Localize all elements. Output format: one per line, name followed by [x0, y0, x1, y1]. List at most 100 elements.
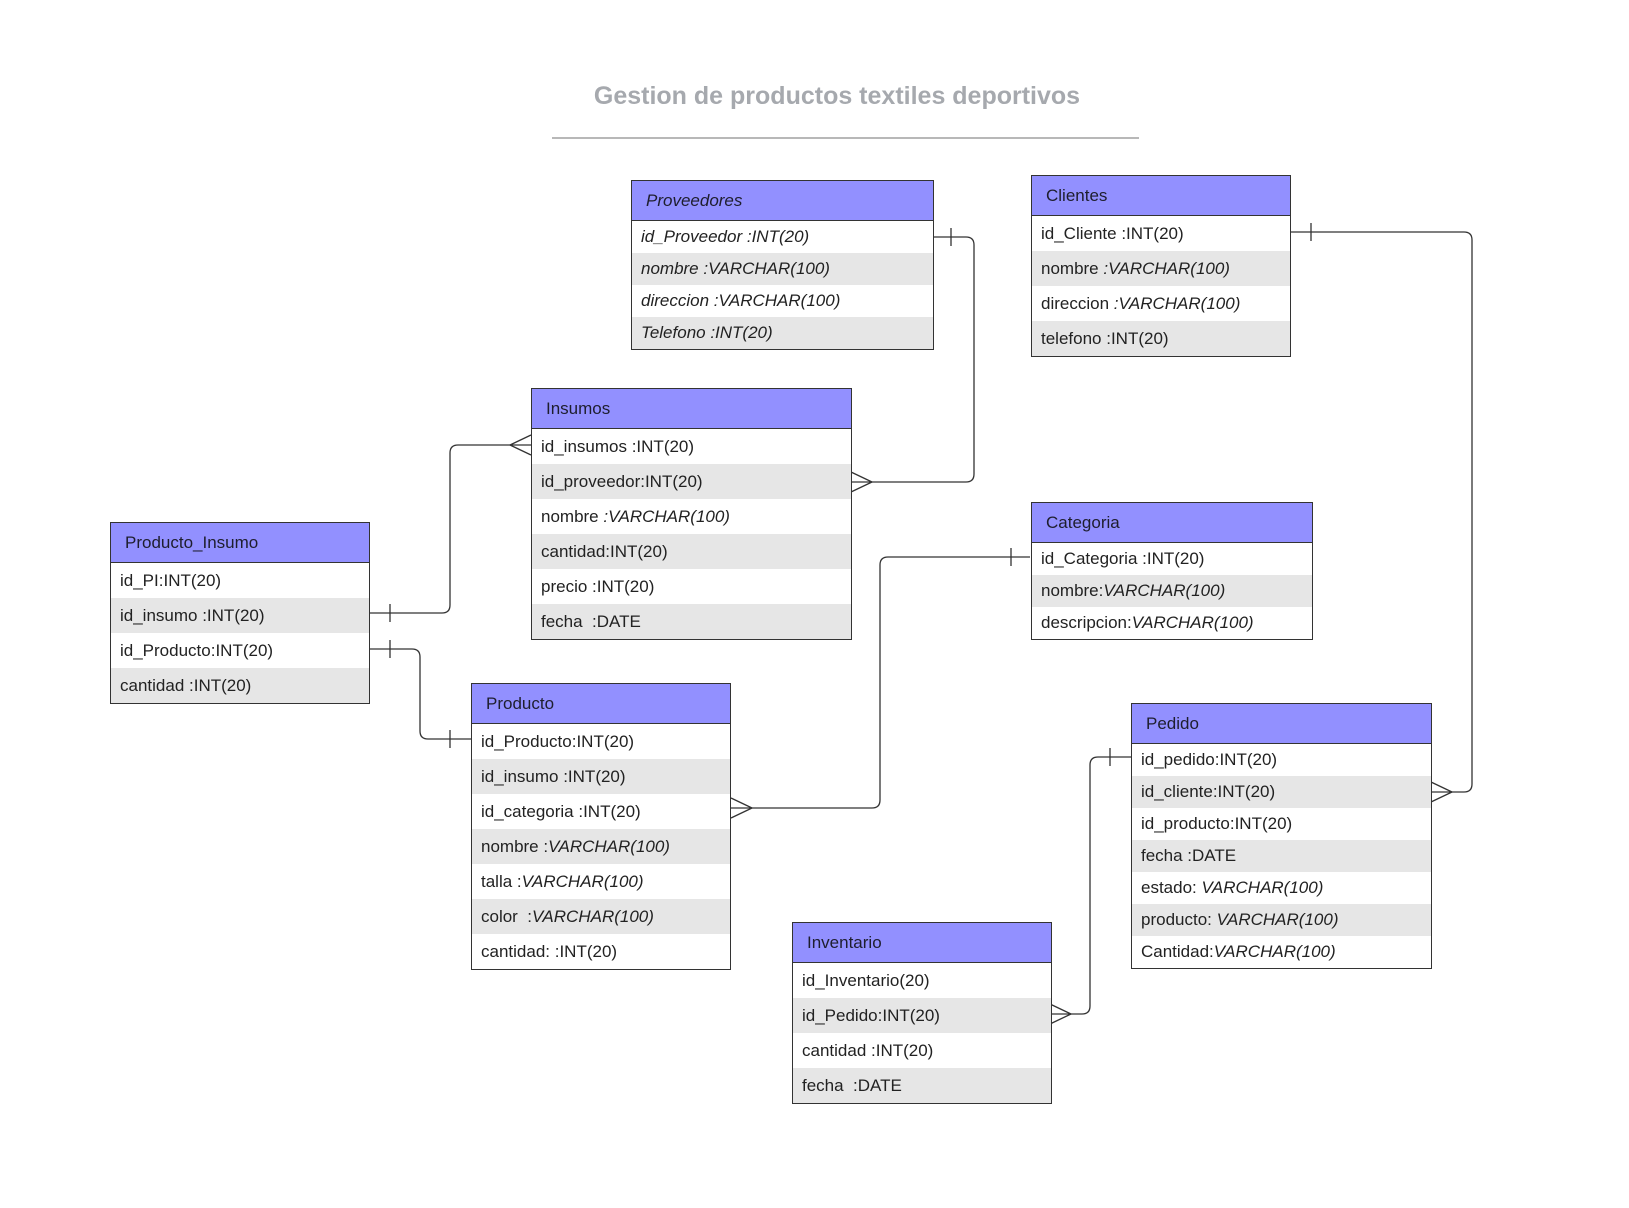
- entity-name: Inventario: [807, 932, 882, 952]
- field-row[interactable]: id_cliente:INT(20): [1132, 776, 1431, 808]
- field-name: nombre:: [1041, 581, 1104, 600]
- field-row[interactable]: nombre :VARCHAR(100): [1032, 251, 1290, 286]
- crow-foot-inventario-pedido: [1049, 1003, 1072, 1025]
- field-row[interactable]: Cantidad:VARCHAR(100): [1132, 936, 1431, 968]
- entity-fields: id_Cliente :INT(20)nombre :VARCHAR(100)d…: [1032, 216, 1290, 356]
- field-name: cantidad :INT(20): [120, 675, 252, 695]
- link-productoinsumo-producto: [370, 648, 471, 740]
- field-name: producto:: [1141, 910, 1217, 929]
- field-row[interactable]: nombre :VARCHAR(100): [632, 253, 933, 285]
- field-name: id_insumo :INT(20): [120, 605, 265, 625]
- field-name: descripcion:: [1041, 613, 1132, 632]
- field-name: id_Proveedor :: [641, 227, 752, 246]
- field-row[interactable]: cantidad :INT(20): [111, 668, 369, 703]
- field-name: precio :INT(20): [541, 576, 655, 596]
- entity-clientes[interactable]: Clientes id_Cliente :INT(20)nombre :VARCH…: [1031, 175, 1291, 357]
- field-row[interactable]: descripcion:VARCHAR(100): [1032, 607, 1312, 639]
- field-row[interactable]: id_insumo :INT(20): [472, 759, 730, 794]
- field-name: id_PI:INT(20): [120, 570, 222, 590]
- field-name: id_Inventario(20): [802, 970, 930, 990]
- field-row[interactable]: id_proveedor:INT(20): [532, 464, 851, 499]
- field-type: :VARCHAR(100): [1113, 293, 1241, 313]
- field-type: VARCHAR(100): [548, 836, 670, 856]
- entity-name: Producto: [486, 693, 555, 713]
- field-name: id_insumo :INT(20): [481, 766, 626, 786]
- field-type: INT(20): [751, 227, 810, 246]
- entity-insumos[interactable]: Insumos id_insumos :INT(20) id_proveedor:I…: [531, 388, 852, 640]
- field-row[interactable]: id_Proveedor :INT(20): [632, 221, 933, 253]
- field-row[interactable]: id_Cliente :INT(20): [1032, 216, 1290, 251]
- entity-name: Clientes: [1046, 185, 1108, 205]
- field-row[interactable]: direccion :VARCHAR(100): [1032, 286, 1290, 321]
- entity-fields: id_insumos :INT(20) id_proveedor:INT(20)n…: [532, 429, 851, 639]
- field-row[interactable]: id_categoria :INT(20): [472, 794, 730, 829]
- field-row[interactable]: talla :VARCHAR(100): [472, 864, 730, 899]
- entity-pedido[interactable]: Pedido id_pedido:INT(20) id_cliente:INT(20…: [1131, 703, 1432, 969]
- crow-foot-insumos-proveedor: [850, 471, 873, 493]
- field-name: id_cliente:INT(20): [1141, 782, 1276, 801]
- field-row[interactable]: estado: VARCHAR(100): [1132, 872, 1431, 904]
- field-row[interactable]: id_Producto:INT(20): [472, 724, 730, 759]
- field-row[interactable]: fecha :DATE: [532, 604, 851, 639]
- entity-producto-insumo[interactable]: Producto_Insumo id_PI:INT(20) id_insumo :I…: [110, 522, 370, 704]
- field-name: id_Categoria :INT(20): [1041, 549, 1205, 568]
- field-row[interactable]: nombre :VARCHAR(100): [472, 829, 730, 864]
- entity-name: Producto_Insumo: [125, 532, 259, 552]
- field-row[interactable]: id_Inventario(20): [793, 963, 1051, 998]
- entity-fields: id_Categoria :INT(20)nombre:VARCHAR(100)…: [1032, 543, 1312, 639]
- field-type: :VARCHAR(100): [603, 506, 730, 526]
- field-type: VARCHAR(100): [1131, 613, 1254, 632]
- crow-foot-producto-categoria: [730, 797, 753, 819]
- field-name: Telefono :: [641, 323, 716, 342]
- field-row[interactable]: id_pedido:INT(20): [1132, 744, 1431, 776]
- field-name: nombre :: [481, 836, 549, 856]
- field-name: cantidad:INT(20): [541, 541, 668, 561]
- entity-fields: id_Producto:INT(20) id_insumo :INT(20) id_…: [472, 724, 730, 969]
- field-row[interactable]: id_insumos :INT(20): [532, 429, 851, 464]
- field-row[interactable]: id_PI:INT(20): [111, 563, 369, 598]
- entity-inventario[interactable]: Inventario id_Inventario(20) id_Pedido:INT…: [792, 922, 1052, 1104]
- field-row[interactable]: id_Producto:INT(20): [111, 633, 369, 668]
- field-type: VARCHAR(100): [521, 871, 644, 891]
- entity-header: Inventario: [793, 923, 1051, 963]
- entity-name: Insumos: [546, 398, 611, 418]
- entity-header: Producto: [472, 684, 730, 724]
- field-row[interactable]: cantidad:INT(20): [532, 534, 851, 569]
- link-categoria-producto: [731, 556, 1030, 809]
- entity-header: Clientes: [1032, 176, 1290, 216]
- field-name: telefono :INT(20): [1041, 328, 1169, 348]
- entity-fields: id_Proveedor :INT(20)nombre :VARCHAR(100…: [632, 221, 933, 349]
- field-row[interactable]: direccion :VARCHAR(100): [632, 285, 933, 317]
- link-productoinsumo-insumos: [370, 444, 531, 614]
- entity-producto[interactable]: Producto id_Producto:INT(20) id_insumo :IN…: [471, 683, 731, 970]
- entity-header: Proveedores: [632, 181, 933, 221]
- field-type: VARCHAR(100): [718, 291, 841, 310]
- field-name: id_pedido:INT(20): [1141, 750, 1278, 769]
- entity-header: Pedido: [1132, 704, 1431, 744]
- field-row[interactable]: precio :INT(20): [532, 569, 851, 604]
- field-type: VARCHAR(100): [1103, 581, 1226, 600]
- field-name: color :: [481, 906, 533, 926]
- field-row[interactable]: id_insumo :INT(20): [111, 598, 369, 633]
- field-name: fecha :DATE: [802, 1075, 902, 1095]
- field-row[interactable]: id_Pedido:INT(20): [793, 998, 1051, 1033]
- field-name: id_insumos :INT(20): [541, 436, 695, 456]
- field-name: id_Producto:INT(20): [481, 731, 635, 751]
- field-row[interactable]: id_producto:INT(20): [1132, 808, 1431, 840]
- field-name: cantidad: :INT(20): [481, 941, 618, 961]
- entity-name: Categoria: [1046, 512, 1120, 532]
- field-row[interactable]: Telefono :INT(20): [632, 317, 933, 349]
- field-row[interactable]: color :VARCHAR(100): [472, 899, 730, 934]
- field-row[interactable]: fecha :DATE: [793, 1068, 1051, 1103]
- field-row[interactable]: nombre:VARCHAR(100): [1032, 575, 1312, 607]
- field-row[interactable]: telefono :INT(20): [1032, 321, 1290, 356]
- field-row[interactable]: producto: VARCHAR(100): [1132, 904, 1431, 936]
- field-row[interactable]: cantidad: :INT(20): [472, 934, 730, 969]
- field-row[interactable]: id_Categoria :INT(20): [1032, 543, 1312, 575]
- field-row[interactable]: cantidad :INT(20): [793, 1033, 1051, 1068]
- field-row[interactable]: nombre :VARCHAR(100): [532, 499, 851, 534]
- field-row[interactable]: fecha :DATE: [1132, 840, 1431, 872]
